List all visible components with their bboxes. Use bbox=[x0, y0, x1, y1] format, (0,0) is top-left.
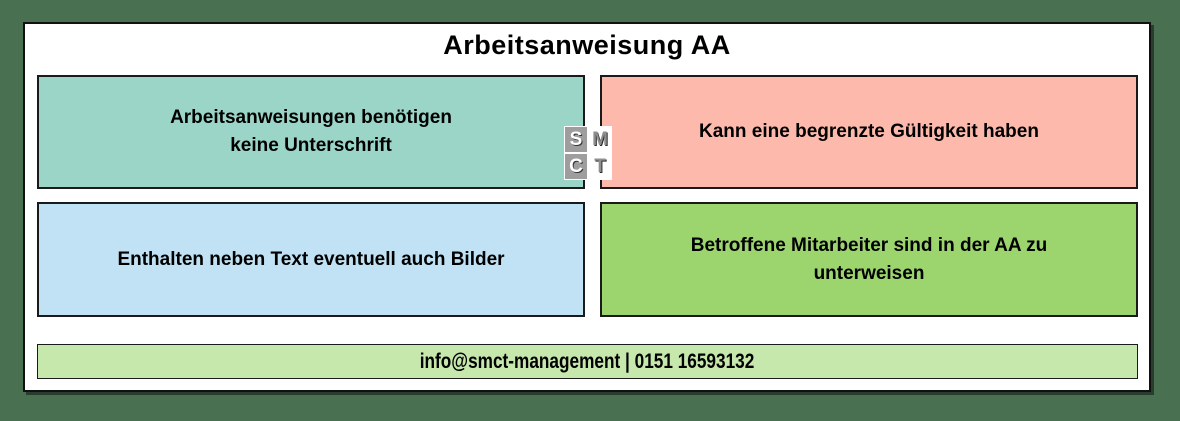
smct-logo-letter: T bbox=[589, 154, 611, 179]
main-panel: Arbeitsanweisung AA Arbeitsanweisungen b… bbox=[23, 22, 1151, 392]
smct-logo-letter: S bbox=[565, 127, 587, 152]
info-box-no-signature: Arbeitsanweisungen benötigen keine Unter… bbox=[37, 75, 585, 189]
page-title: Arbeitsanweisung AA bbox=[443, 30, 731, 60]
info-box-text-and-images: Enthalten neben Text eventuell auch Bild… bbox=[37, 202, 585, 317]
contact-footer-bar: info@smct-management | 0151 16593132 bbox=[37, 344, 1138, 379]
smct-logo-watermark: S M C T bbox=[564, 126, 612, 180]
info-box-label: Kann eine begrenzte Gültigkeit haben bbox=[699, 121, 1039, 143]
info-box-limited-validity: Kann eine begrenzte Gültigkeit haben bbox=[600, 75, 1138, 189]
info-box-label: Arbeitsanweisungen benötigen keine Unter… bbox=[170, 107, 452, 156]
smct-logo-letter: M bbox=[589, 127, 611, 152]
smct-logo-letter: C bbox=[565, 154, 587, 179]
info-box-label: Betroffene Mitarbeiter sind in der AA zu… bbox=[690, 234, 1048, 284]
contact-info: info@smct-management | 0151 16593132 bbox=[420, 349, 755, 373]
info-box-label: Enthalten neben Text eventuell auch Bild… bbox=[117, 248, 505, 270]
info-box-employee-training: Betroffene Mitarbeiter sind in der AA zu… bbox=[600, 202, 1138, 317]
